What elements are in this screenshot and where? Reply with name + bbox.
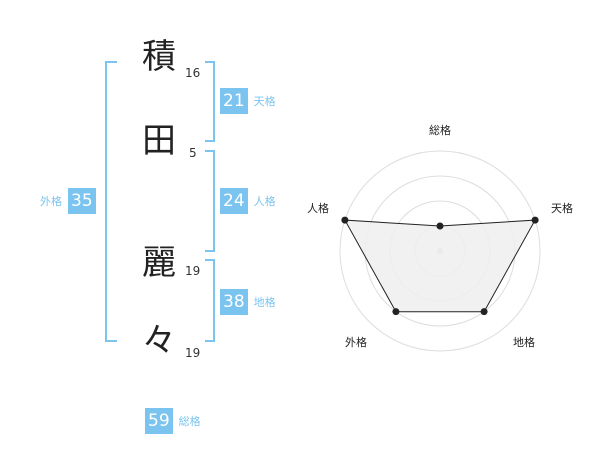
radar-point-1 <box>436 222 444 230</box>
name-char-1: 積 <box>142 37 176 77</box>
name-char-3: 麗 <box>142 243 176 283</box>
stroke-count-1: 16 <box>185 66 201 80</box>
stroke-count-3: 19 <box>185 264 201 278</box>
jinkaku-value: 24 <box>220 188 248 214</box>
radar-label-jinkaku: 人格 <box>307 201 329 215</box>
tenkaku-badge: 21 天格 <box>220 88 276 114</box>
radar-label-gaikaku: 外格 <box>345 335 367 349</box>
jinkaku-badge: 24 人格 <box>220 188 276 214</box>
radar-label-soukaku: 総格 <box>429 123 451 137</box>
radar-point-4 <box>392 308 400 316</box>
soukaku-label: 総格 <box>178 415 201 428</box>
jinkaku-bracket <box>205 150 215 252</box>
chikaku-label: 地格 <box>253 296 276 309</box>
tenkaku-value: 21 <box>220 88 248 114</box>
radar-shape <box>344 219 536 313</box>
radar-point-5 <box>341 216 349 224</box>
name-char-4: 々 <box>142 321 176 361</box>
stroke-count-4: 19 <box>185 346 201 360</box>
soukaku-badge: 59 総格 <box>145 408 201 434</box>
tenkaku-bracket <box>205 61 215 142</box>
soukaku-value: 59 <box>145 408 173 434</box>
gaikaku-value: 35 <box>68 188 96 214</box>
chikaku-value: 38 <box>220 289 248 315</box>
gaikaku-label: 外格 <box>40 195 62 208</box>
chikaku-badge: 38 地格 <box>220 289 276 315</box>
name-char-2: 田 <box>142 121 176 161</box>
radar-point-2 <box>531 216 539 224</box>
gaikaku-bracket <box>105 61 117 342</box>
chikaku-bracket <box>205 259 215 342</box>
gaikaku-badge: 外格 35 <box>40 188 96 214</box>
tenkaku-label: 天格 <box>253 95 276 108</box>
radar-points <box>341 216 539 316</box>
radar-ring-4 <box>339 150 541 352</box>
radar-label-chikaku: 地格 <box>513 335 535 349</box>
radar-point-3 <box>480 308 488 316</box>
radar-label-tenkaku: 天格 <box>551 201 573 215</box>
stroke-count-2: 5 <box>189 146 197 160</box>
jinkaku-label: 人格 <box>253 195 276 208</box>
